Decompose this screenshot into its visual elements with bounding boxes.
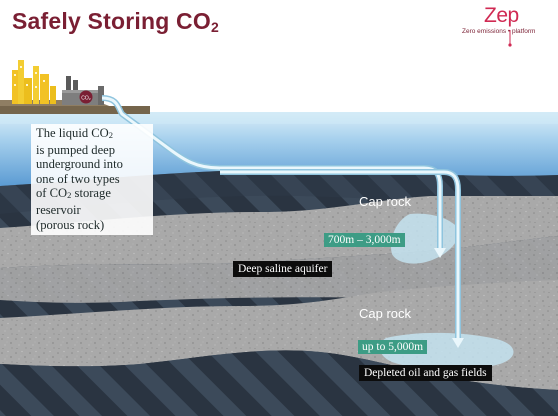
saline-depth-tag: 700m – 3,000m <box>324 233 405 247</box>
co2-pipeline <box>101 95 464 348</box>
depleted-fields-label: Depleted oil and gas fields <box>359 365 492 381</box>
cap-rock-upper-label: Cap rock <box>359 194 412 209</box>
depleted-arrowhead-icon <box>452 338 464 348</box>
saline-aquifer-label: Deep saline aquifer <box>233 261 333 277</box>
zep-logo: Zep Zero emissions • platform <box>462 4 552 47</box>
logo-pin-icon <box>508 30 512 47</box>
depleted-depth-tag: up to 5,000m <box>358 340 428 354</box>
saline-arrowhead-icon <box>434 248 446 258</box>
page-title: Safely Storing CO2 <box>12 8 219 35</box>
plant-co2-badge: CO₂ <box>81 96 91 102</box>
cap-rock-lower-label: Cap rock <box>359 306 412 321</box>
logo-wordmark: Zep <box>484 4 519 27</box>
power-plant-icon: CO₂ <box>62 76 104 105</box>
info-callout: The liquid CO2 is pumped deep undergroun… <box>31 124 153 236</box>
city-skyline-icon <box>12 60 56 104</box>
logo-tagline: Zero emissions • platform <box>462 28 536 35</box>
